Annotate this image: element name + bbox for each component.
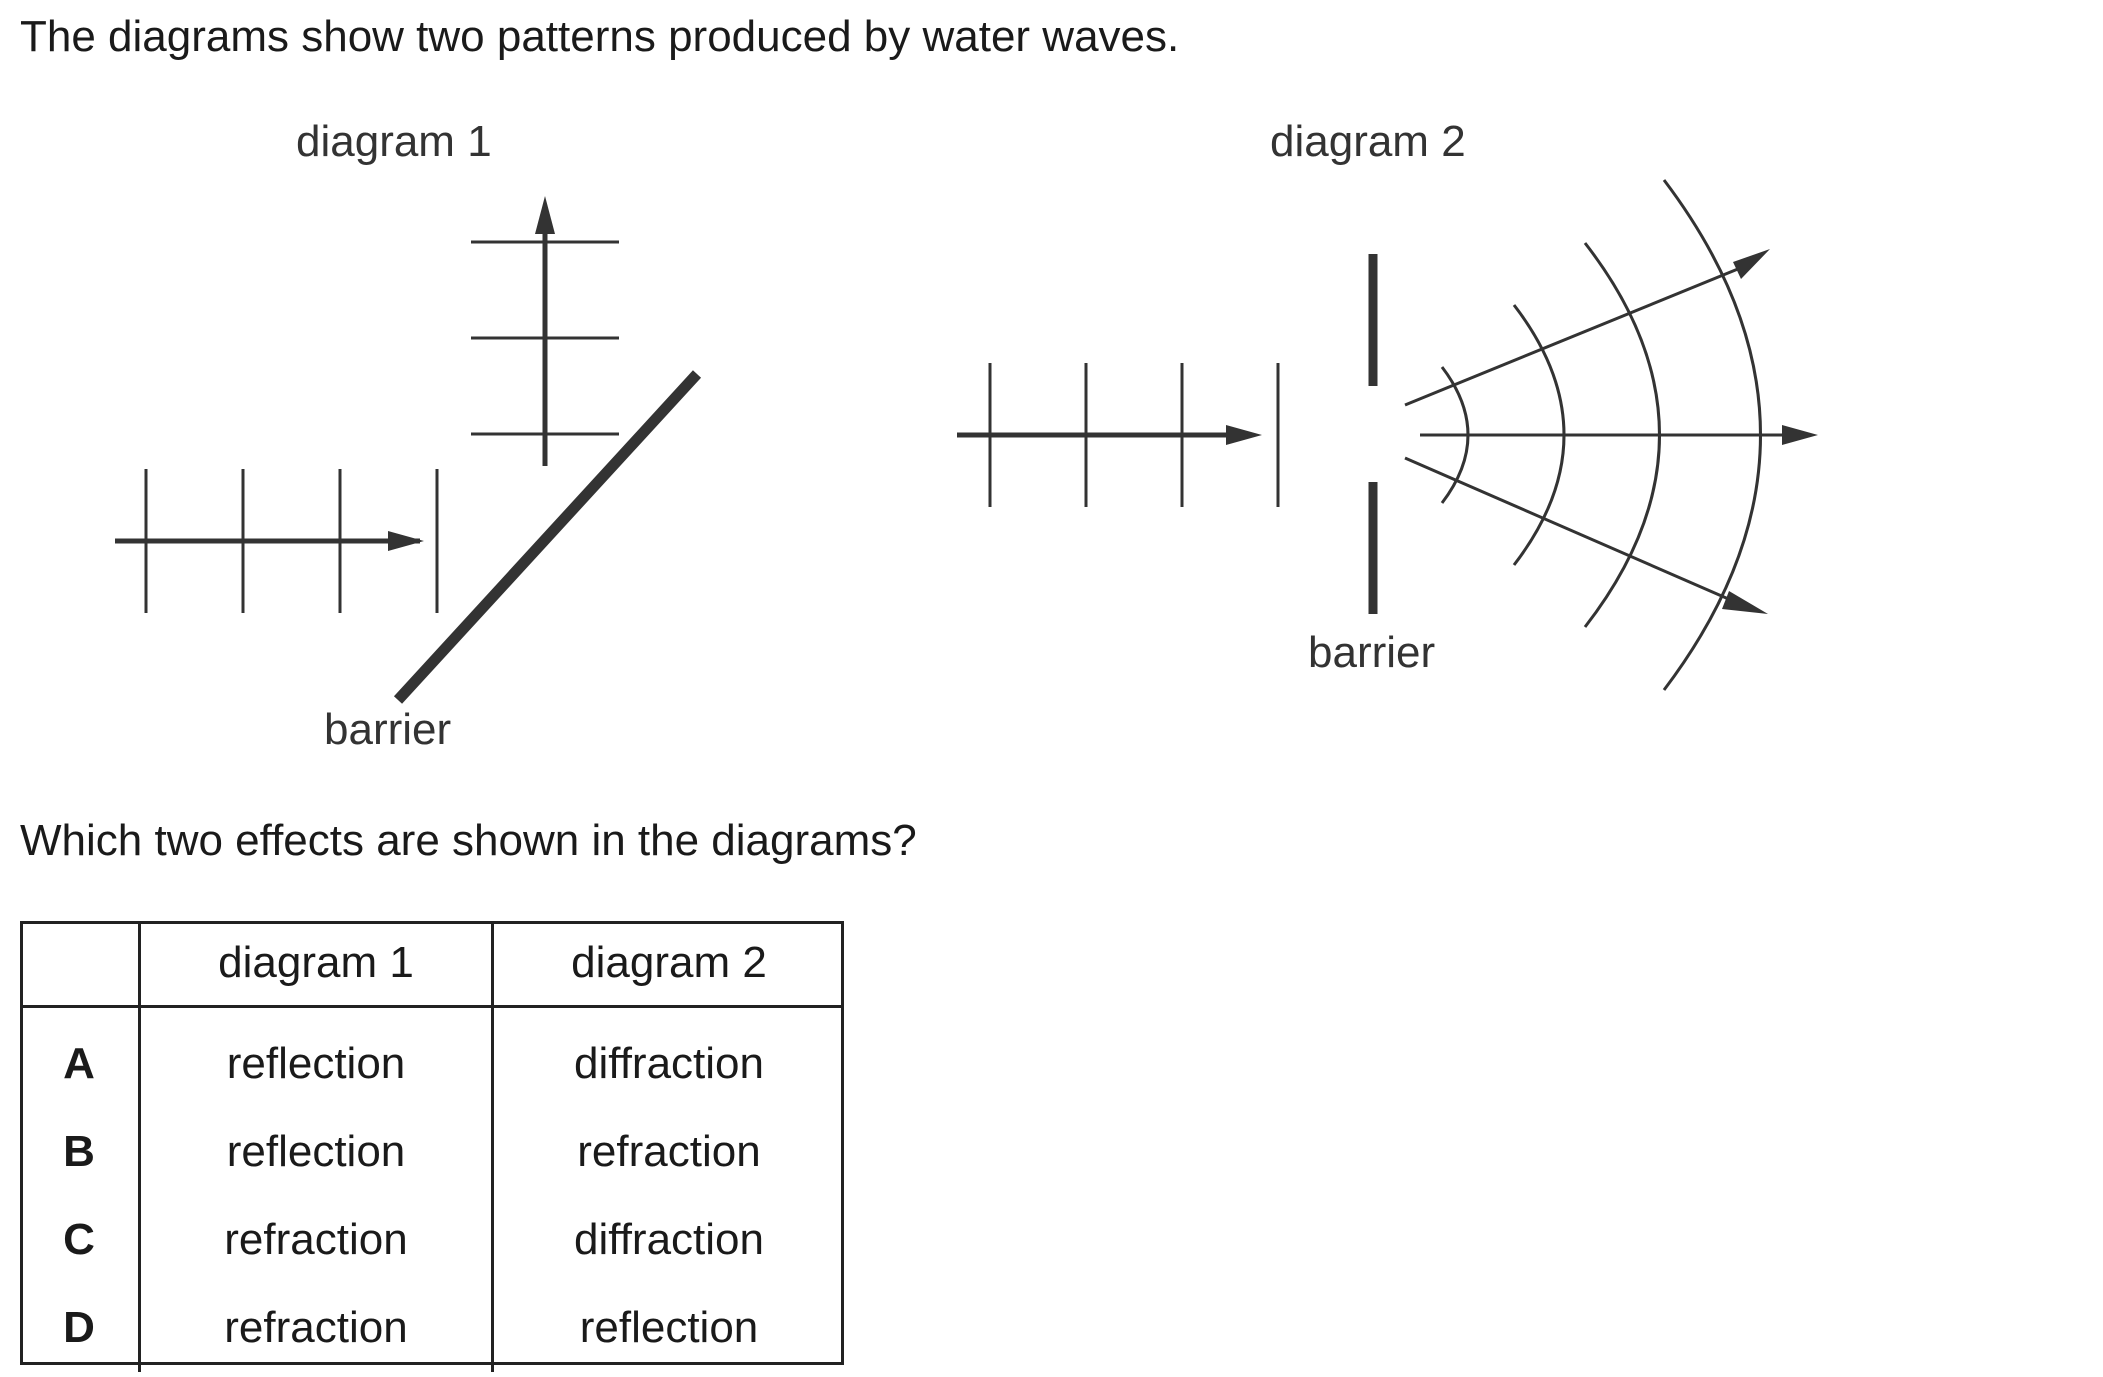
option-key: B	[20, 1108, 141, 1196]
option-row-c[interactable]: C refraction diffraction	[20, 1196, 844, 1284]
diagram-2-arrowheads	[1722, 249, 1818, 614]
question-intro: The diagrams show two patterns produced …	[20, 12, 1180, 61]
diagram-1-barrier	[393, 370, 702, 704]
diagram-1: diagram 1 barrier	[115, 117, 702, 754]
answer-table: diagram 1 diagram 2 A reflection diffrac…	[20, 921, 844, 1372]
diagram-2: diagram 2 barrier	[957, 117, 1818, 691]
option-key: A	[20, 1006, 141, 1108]
answer-table-header: diagram 1 diagram 2	[20, 921, 844, 1008]
diagram-1-incident-arrowhead	[388, 531, 424, 551]
diagram-2-barrier-label: barrier	[1308, 628, 1435, 677]
question-prompt: Which two effects are shown in the diagr…	[20, 816, 917, 865]
option-row-a[interactable]: A reflection diffraction	[20, 1006, 844, 1108]
diagram-1-barrier-label: barrier	[324, 705, 451, 754]
wave-diagrams: diagram 1 barrier diagram 2	[115, 117, 1818, 754]
diagram-1-reflected-arrowhead	[535, 196, 555, 234]
diagram-2-spreading-arrows	[1404, 260, 1790, 606]
option-key: D	[20, 1284, 141, 1372]
option-diagram-1-effect: refraction	[139, 1196, 494, 1284]
option-diagram-1-effect: reflection	[139, 1006, 494, 1108]
header-diagram-1: diagram 1	[139, 921, 494, 1008]
diagram-2-title: diagram 2	[1270, 117, 1466, 166]
option-row-d[interactable]: D refraction reflection	[20, 1284, 844, 1372]
option-row-b[interactable]: B reflection refraction	[20, 1108, 844, 1196]
option-diagram-2-effect: diffraction	[574, 1215, 764, 1264]
option-diagram-1-effect: reflection	[139, 1108, 494, 1196]
diagram-1-title: diagram 1	[296, 117, 492, 166]
header-diagram-2: diagram 2	[492, 921, 844, 1008]
header-key	[20, 921, 141, 1008]
option-diagram-1-effect: refraction	[139, 1284, 494, 1372]
option-diagram-2-effect: reflection	[579, 1303, 759, 1352]
option-key: C	[20, 1196, 141, 1284]
option-diagram-2-effect: diffraction	[574, 1039, 764, 1088]
diagram-2-incident-arrowhead	[1226, 425, 1262, 445]
option-diagram-2-effect: refraction	[577, 1127, 761, 1176]
